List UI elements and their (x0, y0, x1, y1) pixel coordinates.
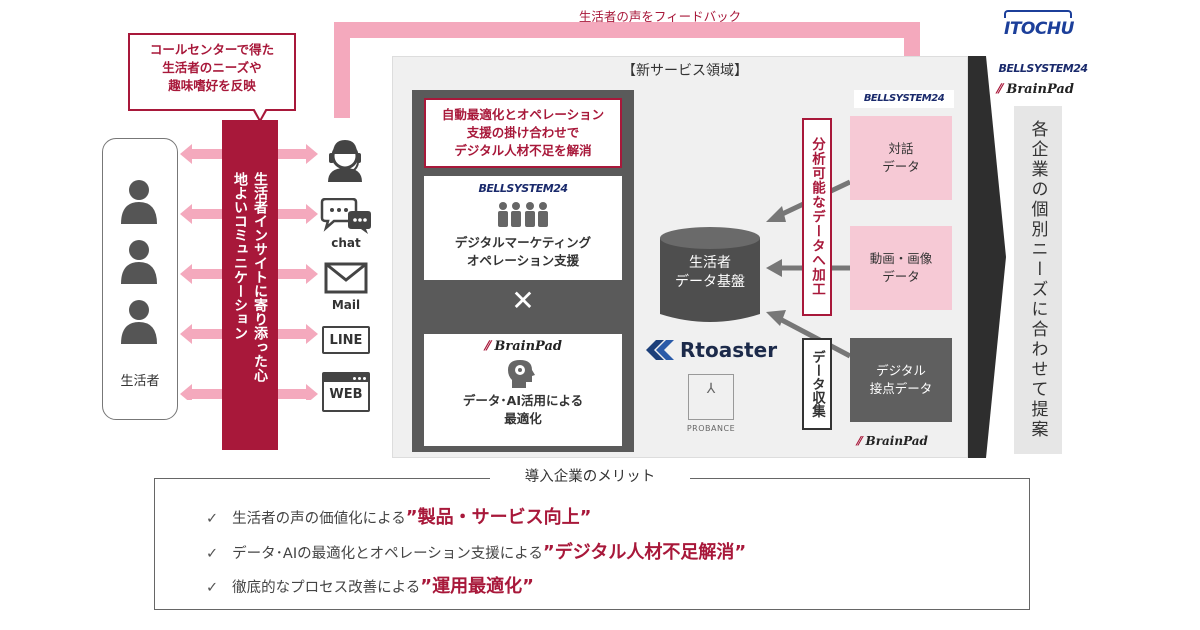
data-source-media: 動画・画像 データ (850, 226, 952, 310)
bellsystem-logo-header: BELLSYSTEM24 (998, 62, 1089, 75)
brainpad-service-block: ⫽ BrainPad データ･AI活用による 最適化 (424, 334, 622, 446)
callout-line: 生活者のニーズや (162, 60, 262, 75)
database-cylinder-icon (660, 227, 760, 322)
rtoaster-mark-icon (646, 340, 674, 360)
team-people-icon (498, 202, 548, 227)
check-icon: ✓ (206, 580, 219, 596)
channel-label-chat: chat (331, 236, 361, 250)
headset-operator-icon (328, 140, 362, 182)
collection-label: データ収集 (802, 338, 832, 430)
database-label: 生活者 データ基盤 (675, 255, 745, 290)
probance-label: PROBANCE (686, 424, 736, 433)
double-arrow-left (180, 264, 222, 284)
feedback-label: 生活者の声をフィードバック (578, 9, 742, 24)
rtoaster-logo: Rtoaster (646, 338, 777, 362)
bellsystem-logo: BELLSYSTEM24 (478, 182, 569, 195)
mail-envelope-icon (324, 262, 368, 294)
check-icon: ✓ (206, 511, 219, 527)
channel-label-line: LINE (329, 332, 363, 348)
data-source-digital: デジタル 接点データ (850, 338, 952, 422)
chat-bubbles-icon (320, 198, 371, 234)
insight-bar-text: 生活者インサイトに寄り添った心地よいコミュニケーション (232, 172, 268, 382)
consumer-label: 生活者 (120, 374, 160, 389)
callout-line: コールセンターで得た (149, 42, 275, 57)
chevron-arrow-icon (968, 56, 1006, 458)
brainpad-logo-header: ⫽ BrainPad (996, 82, 1074, 97)
double-arrow-left (180, 204, 222, 224)
web-browser-icon: WEB (322, 372, 370, 412)
highlight-box: 自動最適化とオペレーション 支援の掛け合わせで デジタル人材不足を解消 (424, 98, 622, 168)
proposal-text: 各企業の個別ニーズに合わせて提案 (1014, 106, 1062, 454)
processing-label: 分析可能なデータへ加工 (802, 118, 832, 316)
channel-label-web: WEB (329, 387, 363, 402)
callout-line: 趣味嗜好を反映 (168, 78, 256, 93)
channel-label-mail: Mail (331, 298, 361, 312)
merits-title: 導入企業のメリット (490, 465, 690, 486)
cross-symbol: ✕ (511, 284, 535, 317)
brainpad-logo: ⫽ BrainPad (484, 339, 562, 354)
person-icon (121, 240, 157, 284)
check-icon: ✓ (206, 546, 219, 562)
data-source-dialog: 対話 データ (850, 116, 952, 200)
person-icon (121, 300, 157, 344)
bellsystem-service-block: BELLSYSTEM24 デジタルマーケティング オペレーション支援 (424, 176, 622, 280)
itochu-logo: ITOCHU (1004, 10, 1074, 50)
bidirectional-arrows (180, 144, 318, 400)
double-arrow-right (278, 144, 318, 164)
person-icon (121, 180, 157, 224)
insight-bar (222, 120, 278, 450)
merit-item: ✓徹底的なプロセス改善による”運用最適化” (206, 576, 534, 597)
merit-item: ✓生活者の声の価値化による”製品・サービス向上” (206, 507, 592, 528)
double-arrow-right (278, 384, 318, 400)
arrow-digital-to-db (776, 315, 852, 359)
double-arrow-left (180, 144, 222, 164)
probance-logo: ⅄ (688, 374, 734, 420)
double-arrow-right (278, 204, 318, 224)
line-icon: LINE (322, 326, 370, 354)
double-arrow-right (278, 264, 318, 284)
brainpad-logo: ⫽ BrainPad (856, 434, 928, 448)
callout-box: コールセンターで得た 生活者のニーズや 趣味嗜好を反映 (128, 33, 296, 111)
double-arrow-left (180, 324, 222, 344)
double-arrow-right (278, 324, 318, 344)
merits-box (154, 478, 1030, 610)
ai-head-gear-icon (508, 360, 535, 388)
bellsystem-logo: BELLSYSTEM24 (854, 90, 954, 108)
new-service-title: 【新サービス領域】 (622, 63, 748, 79)
double-arrow-left (180, 384, 222, 400)
merit-item: ✓データ･AIの最適化とオペレーション支援による”デジタル人材不足解消” (206, 542, 747, 563)
